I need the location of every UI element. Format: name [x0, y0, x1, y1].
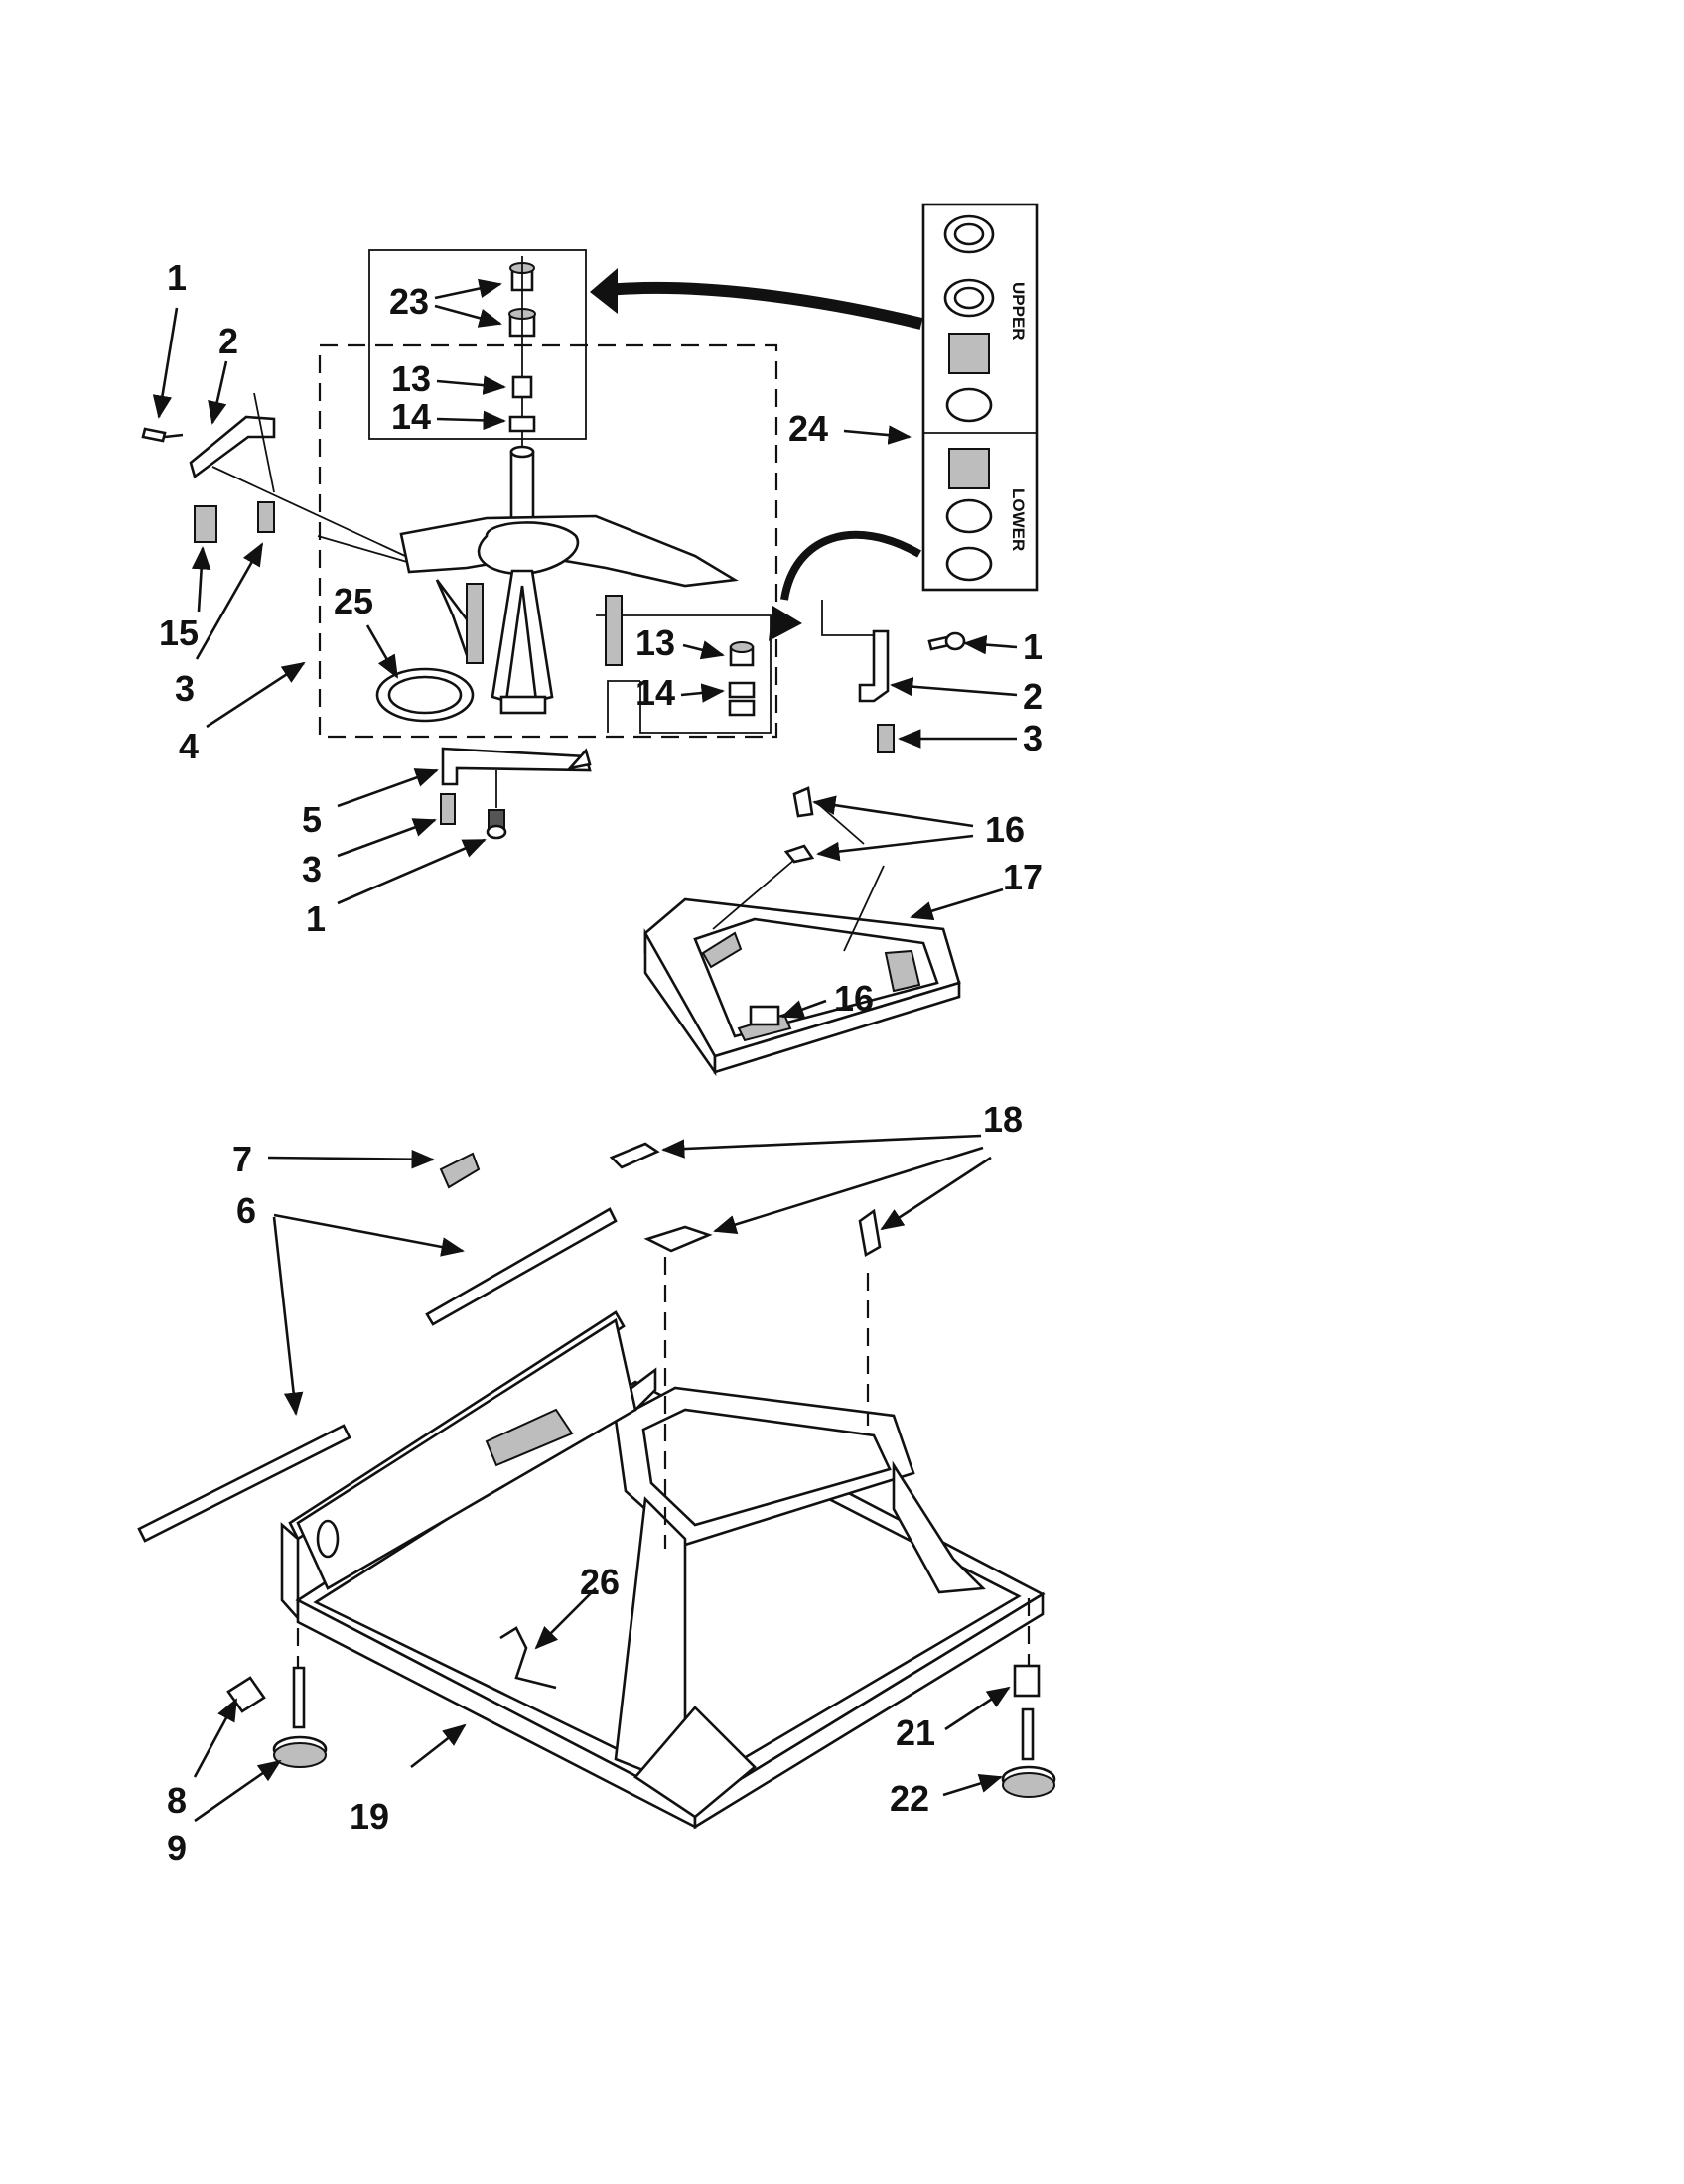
right-bracket-hardware — [821, 600, 966, 753]
upper-assembly — [317, 249, 778, 739]
callout-24-bearing-kit: 24 — [788, 408, 828, 449]
callout-8-pin: 8 — [167, 1780, 187, 1821]
callout-4-assembly: 4 — [179, 726, 199, 766]
callout-17-tub-support: 17 — [1003, 857, 1043, 897]
callout-2-right-bracket: 2 — [1023, 676, 1043, 717]
left-bracket-hardware — [141, 392, 406, 557]
callout-16-lower: 16 — [834, 978, 874, 1019]
callout-21-nut: 21 — [896, 1712, 935, 1753]
callout-3-left-spring: 3 — [175, 668, 195, 709]
callout-3-center-spring: 3 — [302, 849, 322, 889]
callout-1-right-bolt: 1 — [1023, 626, 1043, 667]
callout-3-right-spring: 3 — [1023, 718, 1043, 758]
callout-13-lower: 13 — [635, 622, 675, 663]
callout-15-spring: 15 — [159, 613, 199, 653]
callout-13-upper: 13 — [391, 358, 431, 399]
kit-arrows — [590, 268, 923, 641]
callout-2-left-bracket: 2 — [218, 321, 238, 361]
spider-frame — [317, 514, 739, 715]
bearing-kit-lower-label: LOWER — [1009, 488, 1028, 551]
callout-18-pads: 18 — [983, 1099, 1023, 1140]
callout-25-seal-ring: 25 — [334, 581, 373, 621]
callout-14-upper: 14 — [391, 396, 431, 437]
tub-support-17 — [643, 786, 961, 1077]
lower-small-parts — [137, 1142, 1056, 1798]
bearing-kit-upper-label: UPPER — [1009, 282, 1028, 341]
callout-14-lower: 14 — [635, 672, 675, 713]
callout-7-spring: 7 — [232, 1139, 252, 1179]
callout-22-foot: 22 — [890, 1778, 929, 1819]
callout-6-rail: 6 — [236, 1190, 256, 1231]
callout-26-clip: 26 — [580, 1562, 620, 1602]
callout-19-base: 19 — [350, 1796, 389, 1837]
callout-labels: 1 2 15 3 23 13 14 24 25 4 13 14 1 2 3 5 … — [159, 257, 1043, 1868]
callout-1-left-bolt: 1 — [167, 257, 187, 298]
cabinet-base — [280, 1257, 1046, 1830]
callout-1-center-bolt: 1 — [306, 898, 326, 939]
leader-arrows — [152, 278, 1018, 1823]
callout-9-foot: 9 — [167, 1828, 187, 1868]
callout-5-bracket: 5 — [302, 799, 322, 840]
center-bracket-hardware — [440, 747, 592, 840]
bearing-kit-24: UPPER LOWER — [921, 203, 1039, 592]
seal-ring-25 — [375, 667, 475, 723]
callout-23-bushing: 23 — [389, 281, 429, 322]
callout-16-upper: 16 — [985, 809, 1025, 850]
